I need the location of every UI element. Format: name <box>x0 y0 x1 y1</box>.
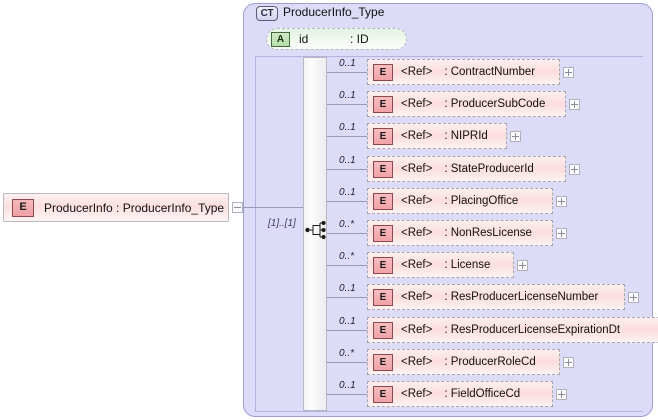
complextype-badge-icon: CT <box>256 6 278 21</box>
element-icon: E <box>12 198 34 217</box>
element-ref-tag: <Ref> <box>401 130 433 142</box>
expand-toggle-plus-icon[interactable] <box>556 228 567 239</box>
element-ref-name: : ContractNumber <box>444 66 536 78</box>
element-ref-name: : ProducerRoleCd <box>444 356 536 368</box>
element-ref-name: : ResProducerLicenseExpirationDt <box>444 324 621 336</box>
connector-line <box>327 330 367 331</box>
element-icon: E <box>373 63 393 81</box>
element-ref-name: : FieldOfficeCd <box>444 388 521 400</box>
expand-toggle-plus-icon[interactable] <box>563 67 574 78</box>
expand-toggle-plus-icon[interactable] <box>517 260 528 271</box>
connector-root-to-compositor <box>243 207 303 208</box>
element-ref-tag: <Ref> <box>401 195 433 207</box>
child-cardinality: 0..1 <box>339 283 356 294</box>
element-ref-tag: <Ref> <box>401 66 433 78</box>
connector-line <box>327 72 367 73</box>
expand-toggle-plus-icon[interactable] <box>556 389 567 400</box>
element-icon: E <box>373 256 393 274</box>
element-icon: E <box>373 95 393 113</box>
connector-line <box>327 362 367 363</box>
attribute-badge-icon: A <box>271 31 290 47</box>
element-ref-name: : PlacingOffice <box>444 195 519 207</box>
element-icon: E <box>373 192 393 210</box>
connector-line <box>327 394 367 395</box>
expand-toggle-plus-icon[interactable] <box>628 292 639 303</box>
element-ref-row[interactable]: E <Ref> : ContractNumber <box>367 59 560 85</box>
element-icon: E <box>373 160 393 178</box>
element-ref-name: : ProducerSubCode <box>444 98 546 110</box>
element-icon: E <box>373 385 393 403</box>
element-ref-name: : License <box>444 259 491 271</box>
attribute-type: : ID <box>350 32 369 46</box>
element-ref-tag: <Ref> <box>401 163 433 175</box>
connector-line <box>327 201 367 202</box>
element-ref-name: : StateProducerId <box>444 163 534 175</box>
connector-line <box>327 233 367 234</box>
child-cardinality: 0..* <box>339 219 355 230</box>
element-ref-row[interactable]: E <Ref> : ResProducerLicenseExpirationDt <box>367 317 658 343</box>
element-ref-tag: <Ref> <box>401 227 433 239</box>
element-ref-row[interactable]: E <Ref> : ResProducerLicenseNumber <box>367 284 625 310</box>
element-ref-row[interactable]: E <Ref> : FieldOfficeCd <box>367 381 553 407</box>
element-ref-tag: <Ref> <box>401 98 433 110</box>
element-ref-tag: <Ref> <box>401 291 433 303</box>
child-cardinality: 0..1 <box>339 122 356 133</box>
root-element-label: ProducerInfo : ProducerInfo_Type <box>44 200 225 215</box>
root-element-box[interactable]: E ProducerInfo : ProducerInfo_Type <box>3 193 229 222</box>
element-ref-row[interactable]: E <Ref> : NonResLicense <box>367 220 553 246</box>
element-ref-row[interactable]: E <Ref> : ProducerRoleCd <box>367 349 560 375</box>
element-ref-tag: <Ref> <box>401 388 433 400</box>
element-ref-row[interactable]: E <Ref> : PlacingOffice <box>367 188 553 214</box>
child-cardinality: 0..1 <box>339 187 356 198</box>
element-ref-row[interactable]: E <Ref> : ProducerSubCode <box>367 91 566 117</box>
connector-line <box>327 104 367 105</box>
connector-line <box>327 297 367 298</box>
element-ref-row[interactable]: E <Ref> : StateProducerId <box>367 156 566 182</box>
element-ref-tag: <Ref> <box>401 324 433 336</box>
sequence-cardinality: [1]..[1] <box>268 218 296 229</box>
element-icon: E <box>373 224 393 242</box>
connector-line <box>327 169 367 170</box>
child-cardinality: 0..1 <box>339 380 356 391</box>
child-cardinality: 0..* <box>339 251 355 262</box>
element-icon: E <box>373 321 393 339</box>
element-ref-name: : ResProducerLicenseNumber <box>444 291 599 303</box>
element-ref-name: : NIPRId <box>444 130 488 142</box>
connector-line <box>327 265 367 266</box>
sequence-icon[interactable] <box>305 220 327 240</box>
child-cardinality: 0..1 <box>339 90 356 101</box>
element-ref-name: : NonResLicense <box>444 227 532 239</box>
expand-toggle-plus-icon[interactable] <box>569 99 580 110</box>
element-ref-row[interactable]: E <Ref> : NIPRId <box>367 123 507 149</box>
expand-toggle-plus-icon[interactable] <box>563 357 574 368</box>
collapse-toggle-minus-icon[interactable] <box>232 202 243 213</box>
element-ref-tag: <Ref> <box>401 356 433 368</box>
complextype-title: ProducerInfo_Type <box>283 5 385 19</box>
child-cardinality: 0..* <box>339 348 355 359</box>
expand-toggle-plus-icon[interactable] <box>556 196 567 207</box>
element-icon: E <box>373 127 393 145</box>
connector-line <box>327 136 367 137</box>
child-cardinality: 0..1 <box>339 316 356 327</box>
expand-toggle-plus-icon[interactable] <box>510 131 521 142</box>
element-ref-tag: <Ref> <box>401 259 433 271</box>
element-ref-row[interactable]: E <Ref> : License <box>367 252 514 278</box>
child-cardinality: 0..1 <box>339 155 356 166</box>
attribute-row-id[interactable]: A id : ID <box>266 28 407 50</box>
element-icon: E <box>373 288 393 306</box>
child-cardinality: 0..1 <box>339 58 356 69</box>
model-group-panel <box>255 56 643 412</box>
attribute-name: id <box>299 32 309 46</box>
expand-toggle-plus-icon[interactable] <box>569 164 580 175</box>
element-icon: E <box>373 353 393 371</box>
